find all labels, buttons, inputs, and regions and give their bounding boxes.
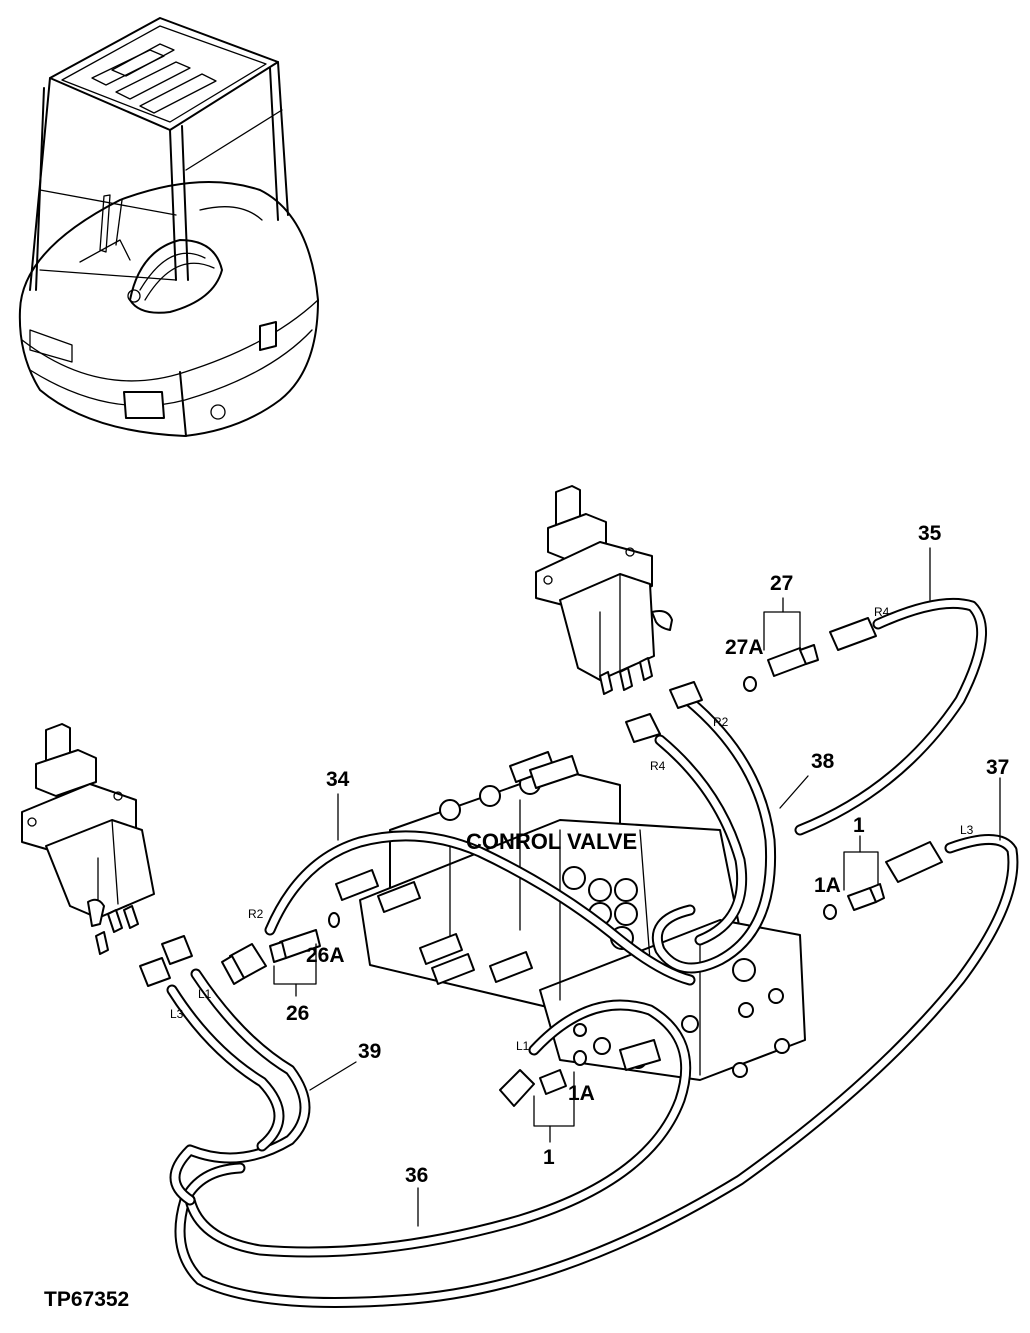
port-tag-r4-mid: R4 [650, 759, 666, 773]
hose-34 [264, 830, 696, 986]
hose-end-r4-top [829, 617, 877, 651]
callout-36: 36 [405, 1164, 428, 1187]
port-tag-l1-left: L1 [198, 987, 212, 1001]
port-tag-l1-bottom: L1 [516, 1039, 530, 1053]
hose-ends-left-valve [139, 935, 193, 987]
hose-end-l3-right [885, 841, 943, 883]
callout-38: 38 [811, 750, 835, 773]
port-tag-l3-right: L3 [960, 823, 974, 837]
port-tag-r4-top: R4 [874, 605, 890, 619]
fitting-27 [767, 644, 819, 677]
left-pilot-control-valve [21, 723, 155, 955]
hose-38 [651, 694, 777, 974]
hose-r4-mid [654, 734, 748, 946]
callout-27: 27 [770, 572, 793, 595]
callout-26: 26 [286, 1002, 309, 1025]
leader-lines [273, 547, 1001, 1227]
callout-34: 34 [326, 768, 350, 791]
hose-end-r2-right [669, 681, 703, 709]
callout-1a-top: 1A [814, 874, 841, 897]
oring-1a-bottom [573, 1050, 587, 1066]
hose-end-r2-left [221, 943, 267, 985]
callout-1-bottom: 1 [543, 1146, 555, 1169]
callout-37: 37 [986, 756, 1009, 779]
callout-39: 39 [358, 1040, 381, 1063]
port-tag-l3-left: L3 [170, 1007, 184, 1021]
fitting-1-top [847, 883, 885, 911]
hose-39 [166, 968, 311, 1206]
figure-id-label: TP67352 [44, 1288, 129, 1311]
hose-35 [794, 597, 988, 836]
oring-27a [743, 676, 757, 692]
fitting-26 [269, 929, 321, 963]
hose-end-r4-mid [625, 713, 661, 743]
right-pilot-control-valve [535, 485, 673, 695]
oring-1a-top [823, 904, 837, 920]
callout-27a: 27A [725, 636, 764, 659]
hose-37 [174, 834, 1019, 1308]
callout-35: 35 [918, 522, 942, 545]
control-valve-label: CONROL VALVE [466, 829, 637, 854]
hose-end-l1-bottom [499, 1069, 535, 1107]
fitting-1-bottom [539, 1069, 567, 1095]
excavator-overview-illustration [18, 17, 319, 437]
callout-1-top: 1 [853, 814, 865, 837]
callout-26a: 26A [306, 944, 345, 967]
oring-26a [328, 912, 340, 928]
callout-1a-bottom: 1A [568, 1082, 595, 1105]
hose-36 [184, 999, 692, 1258]
port-tag-r2-left: R2 [248, 907, 264, 921]
port-tag-r2-right: R2 [713, 715, 729, 729]
